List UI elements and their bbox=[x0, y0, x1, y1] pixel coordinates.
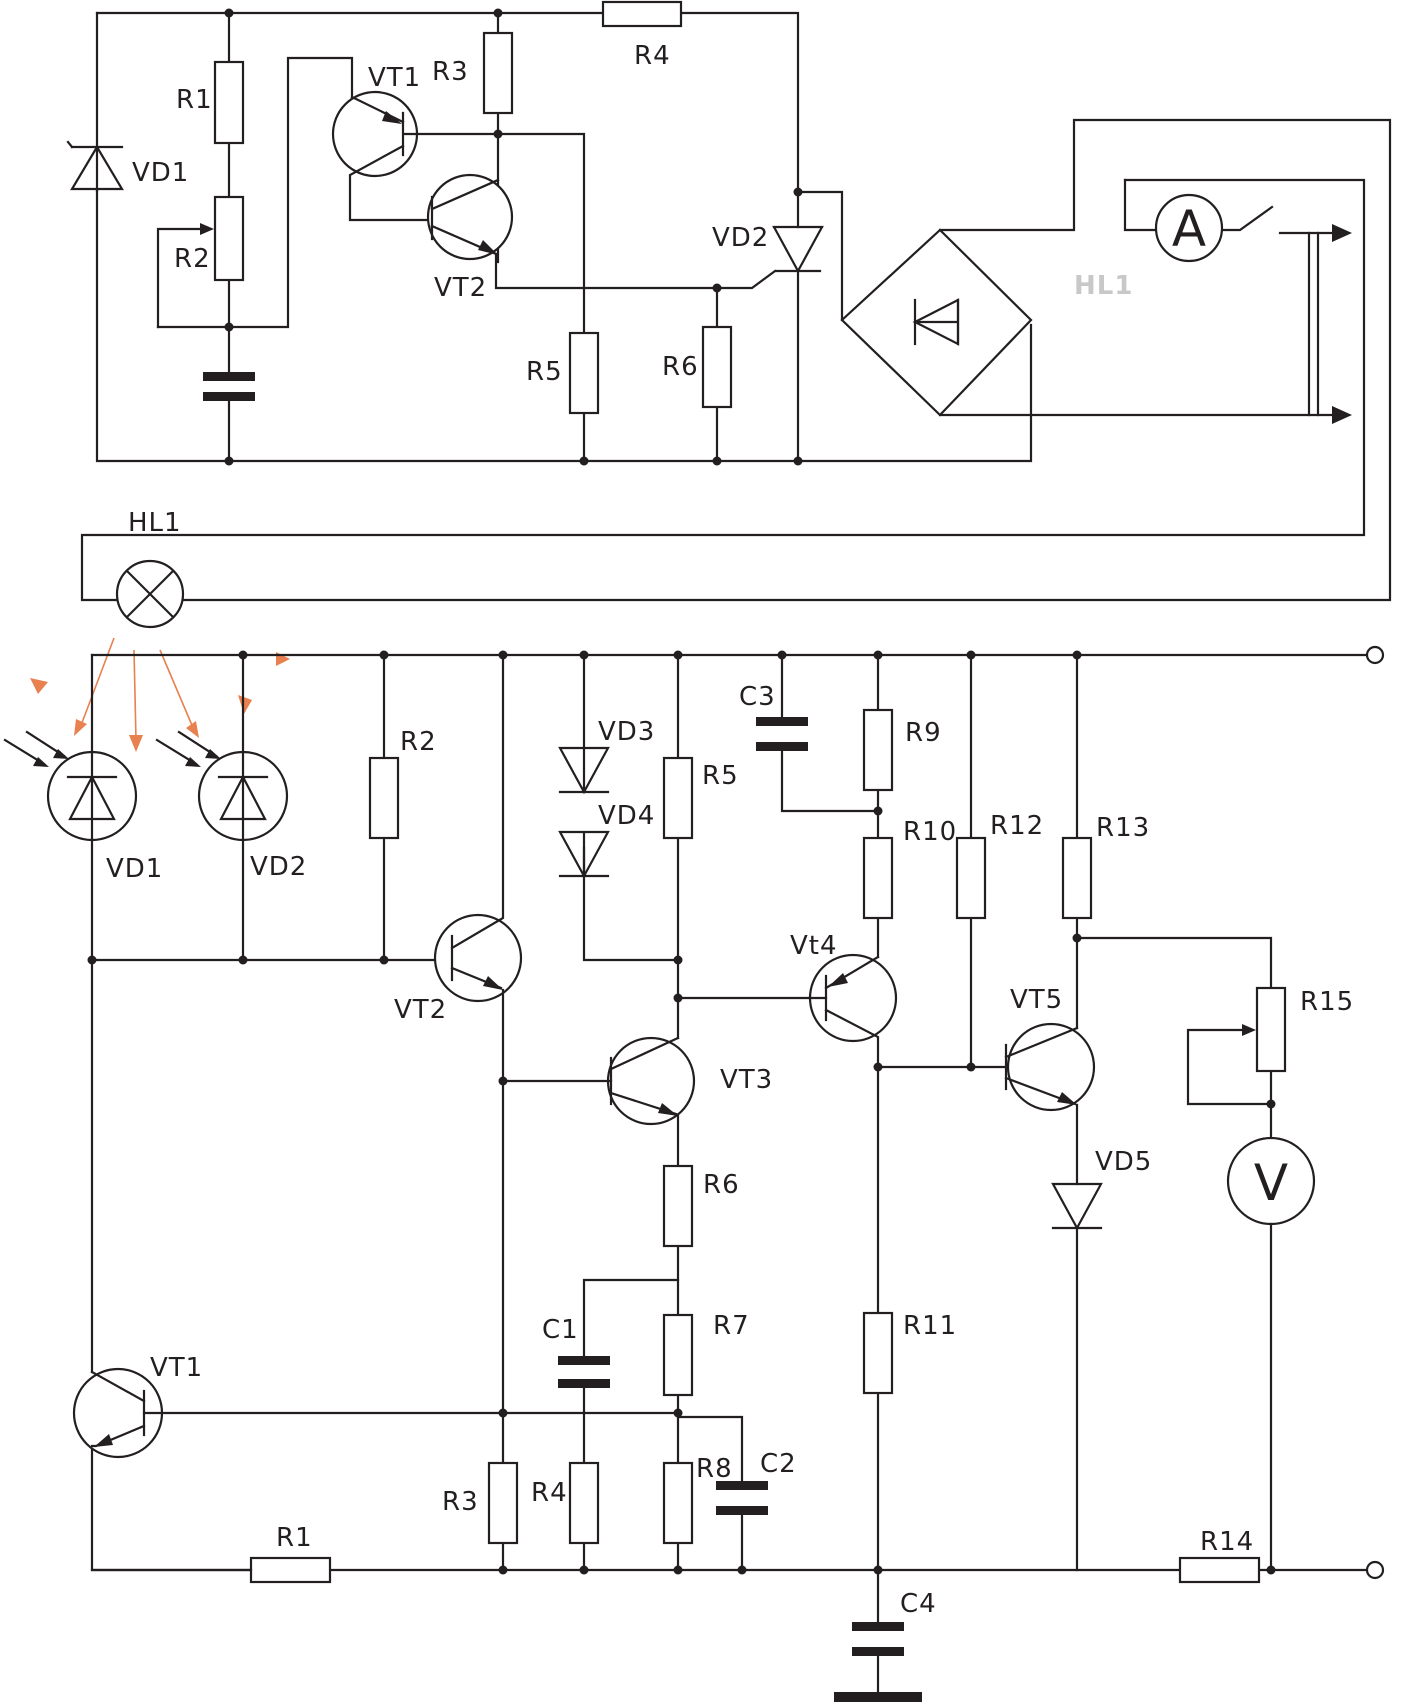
lamp-hl1: HL1 bbox=[115, 508, 185, 629]
transistor-vt2-top bbox=[426, 173, 719, 290]
label-vd1-top: VD1 bbox=[132, 158, 189, 188]
ammeter-symbol: A bbox=[1172, 200, 1206, 258]
label-r7: R7 bbox=[713, 1311, 750, 1341]
capacitor-c1 bbox=[558, 1356, 610, 1388]
resistor-r12 bbox=[955, 836, 987, 920]
photodiode-vd2 bbox=[155, 730, 289, 842]
thyristor-vd2-top bbox=[715, 190, 824, 463]
top-circuit: A R1 R2 VT1 R3 R4 VD1 VT2 VD2 R5 R6 HL1 bbox=[66, 0, 1392, 602]
resistor-r10 bbox=[862, 836, 894, 920]
label-vt1: VT1 bbox=[150, 1353, 203, 1383]
voltmeter-symbol: V bbox=[1254, 1154, 1288, 1212]
label-hl1-lamp: HL1 bbox=[128, 508, 182, 538]
terminal-bottom-right bbox=[1365, 1560, 1385, 1580]
label-r13: R13 bbox=[1096, 813, 1150, 843]
zener-diode-vd1-top bbox=[66, 140, 124, 193]
label-vt5: VT5 bbox=[1010, 985, 1063, 1015]
label-r15: R15 bbox=[1300, 987, 1354, 1017]
label-r5: R5 bbox=[702, 761, 739, 791]
label-vd1: VD1 bbox=[106, 854, 163, 884]
label-r1-top: R1 bbox=[176, 85, 213, 115]
label-r3-top: R3 bbox=[432, 57, 469, 87]
label-r2: R2 bbox=[400, 727, 437, 757]
label-r1: R1 bbox=[276, 1523, 313, 1553]
label-vt2: VT2 bbox=[394, 995, 447, 1025]
label-r10: R10 bbox=[903, 817, 957, 847]
resistor-r2 bbox=[368, 756, 400, 840]
resistor-r11 bbox=[862, 1311, 894, 1395]
label-r8: R8 bbox=[696, 1454, 733, 1484]
resistor-r6-top bbox=[701, 325, 733, 409]
diode-vd4 bbox=[558, 830, 610, 879]
label-vd5: VD5 bbox=[1095, 1147, 1152, 1177]
transistor-vt5 bbox=[1004, 1022, 1096, 1572]
resistor-r13 bbox=[1061, 836, 1093, 920]
transistor-vt1 bbox=[72, 1367, 680, 1459]
capacitor-c4 bbox=[834, 1622, 922, 1702]
label-r3: R3 bbox=[442, 1487, 479, 1517]
potentiometer-r15 bbox=[1186, 986, 1287, 1106]
resistor-r7 bbox=[662, 1313, 694, 1397]
label-r6: R6 bbox=[703, 1170, 740, 1200]
label-c3: C3 bbox=[739, 682, 776, 712]
capacitor-c3 bbox=[756, 717, 808, 751]
label-vd4: VD4 bbox=[598, 801, 655, 831]
voltmeter: V bbox=[1226, 1136, 1316, 1226]
label-c1: C1 bbox=[542, 1315, 579, 1345]
label-vt2-top: VT2 bbox=[434, 273, 487, 303]
label-vd2: VD2 bbox=[250, 852, 307, 882]
diode-bridge-top bbox=[840, 228, 1033, 417]
label-r2-top: R2 bbox=[174, 244, 211, 274]
resistor-r3 bbox=[487, 1461, 519, 1545]
label-c4: C4 bbox=[900, 1589, 937, 1619]
label-vt4: Vt4 bbox=[790, 931, 838, 961]
resistor-r5-top bbox=[568, 331, 600, 415]
label-r4: R4 bbox=[531, 1478, 568, 1508]
label-r9: R9 bbox=[905, 718, 942, 748]
resistor-r6 bbox=[662, 1164, 694, 1248]
label-vt3: VT3 bbox=[720, 1065, 773, 1095]
label-vd2-top: VD2 bbox=[712, 223, 769, 253]
resistor-r8 bbox=[662, 1461, 694, 1545]
resistor-r3-top bbox=[482, 31, 514, 115]
label-r14: R14 bbox=[1200, 1527, 1254, 1557]
resistor-r9 bbox=[862, 708, 894, 792]
resistor-r1 bbox=[249, 1556, 332, 1584]
transistor-vt2 bbox=[433, 653, 523, 1572]
label-vt1-top: VT1 bbox=[368, 63, 421, 93]
capacitor-top bbox=[203, 372, 255, 401]
label-hl1-top: HL1 bbox=[1074, 271, 1133, 301]
resistor-r4 bbox=[568, 1461, 600, 1545]
label-r4-top: R4 bbox=[634, 41, 671, 71]
label-vd3: VD3 bbox=[598, 717, 655, 747]
transistor-vt3 bbox=[501, 1036, 696, 1168]
label-r11: R11 bbox=[903, 1311, 957, 1341]
label-r5-top: R5 bbox=[526, 357, 563, 387]
resistor-r5 bbox=[662, 756, 694, 840]
label-c2: C2 bbox=[760, 1449, 797, 1479]
terminal-top-right bbox=[1365, 645, 1385, 665]
bottom-circuit: V VD1 VD2 R2 VT2 V bbox=[3, 645, 1385, 1702]
resistor-r1-top bbox=[213, 60, 245, 145]
ammeter: A bbox=[1154, 193, 1224, 263]
diode-vd3 bbox=[558, 746, 610, 795]
transistor-vt4 bbox=[807, 953, 898, 1624]
resistor-r14 bbox=[1178, 1556, 1261, 1584]
capacitor-c2 bbox=[716, 1481, 768, 1515]
diode-vd5 bbox=[1051, 1182, 1103, 1231]
potentiometer-r2-top bbox=[156, 195, 245, 329]
label-r6-top: R6 bbox=[662, 352, 699, 382]
resistor-r4-top bbox=[601, 0, 683, 28]
label-r12: R12 bbox=[990, 811, 1044, 841]
transistor-vt1-top bbox=[331, 90, 500, 222]
photodiode-vd1 bbox=[3, 730, 138, 842]
